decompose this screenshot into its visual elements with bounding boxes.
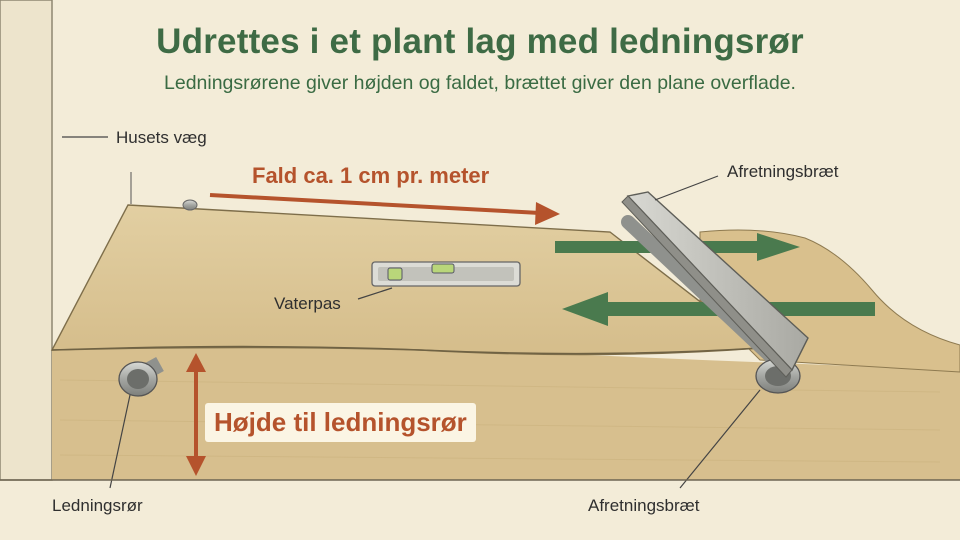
label-slope: Fald ca. 1 cm pr. meter	[252, 163, 490, 188]
label-screed-board-top: Afretningsbræt	[727, 162, 839, 181]
page-title: Udrettes i et plant lag med ledningsrør	[156, 22, 804, 61]
label-screed-board-bottom: Afretningsbræt	[588, 496, 700, 515]
house-wall	[0, 0, 53, 481]
label-height-to-pipe: Højde til ledningsrør	[205, 403, 476, 442]
page-subtitle: Ledningsrørene giver højden og faldet, b…	[164, 72, 796, 94]
screed-board	[621, 191, 809, 378]
sand-front-edge	[51, 345, 761, 355]
board-bottom-label-leader	[679, 389, 761, 489]
ground-layer	[52, 346, 960, 480]
pipe-label-leader	[109, 394, 131, 489]
pipe-back-left	[182, 199, 198, 211]
label-spirit-level: Vaterpas	[274, 294, 341, 313]
spirit-level-icon	[371, 261, 521, 287]
vertical-double-arrow-icon	[186, 353, 206, 476]
arrow-right-icon	[209, 193, 560, 225]
board-top-label-leader	[654, 175, 719, 201]
label-pipe: Ledningsrør	[52, 496, 143, 515]
level-label-leader	[357, 287, 393, 300]
pipe-front-left	[118, 356, 164, 397]
label-house-wall: Husets væg	[116, 128, 207, 147]
